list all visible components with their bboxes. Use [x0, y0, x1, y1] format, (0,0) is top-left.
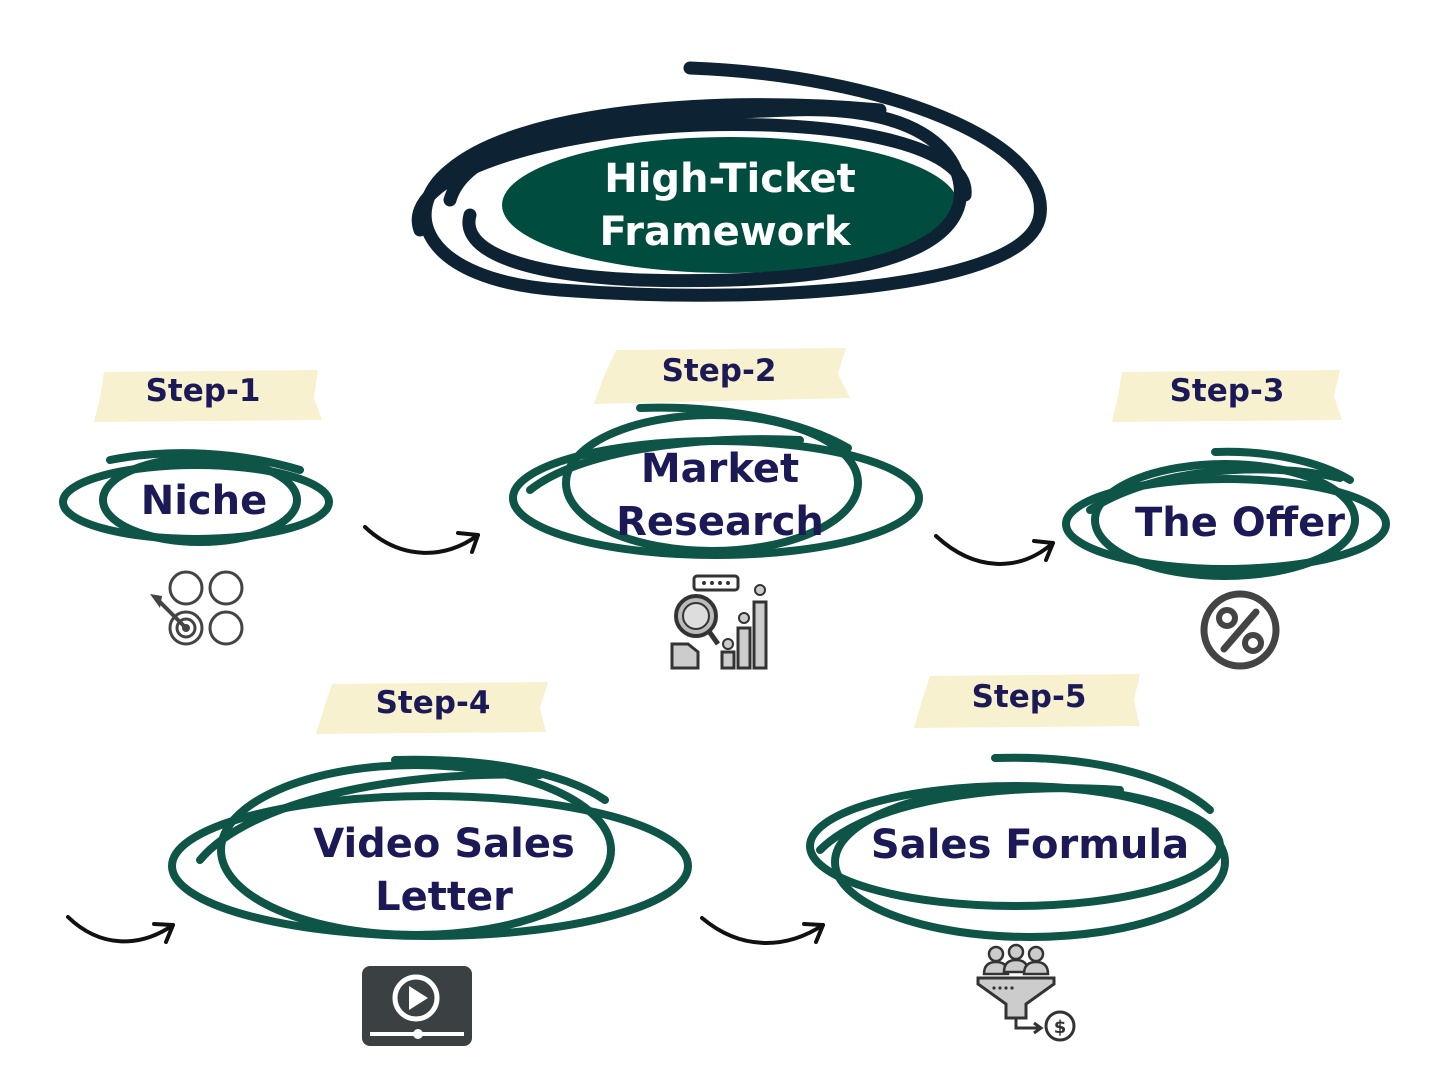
title-scribble-3: [411, 117, 972, 237]
sales-formula-label: Sales Formula: [870, 822, 1190, 868]
step-4-highlight: [316, 682, 548, 734]
title-line-1: High-Ticket: [604, 156, 856, 202]
step-4-label: Step-4: [375, 685, 491, 721]
the-offer-node-scribble: [1062, 447, 1390, 580]
sales-formula-node-scribble: [806, 753, 1229, 941]
title-fill: [502, 137, 958, 273]
market-research-label-line-2: Research: [616, 499, 824, 545]
title-node: [411, 61, 1047, 302]
title-scribble-1: [418, 61, 1047, 302]
step-2-label: Step-2: [661, 353, 777, 389]
video-sales-letter-label-line-2: Letter: [375, 874, 513, 920]
market-research-icon: [670, 574, 768, 670]
video-sales-letter-label-line-1: Video Sales: [313, 821, 575, 867]
market-research-label-line-1: Market: [640, 446, 800, 492]
step-1-label: Step-1: [145, 373, 261, 409]
niche-node-scribble: [59, 449, 333, 546]
step-5-highlight: [914, 674, 1140, 728]
arrow-step1-to-step2: [363, 525, 480, 555]
title-line-2: Framework: [599, 209, 851, 255]
target-options-icon: [150, 570, 244, 646]
market-research-node-scribble: [509, 403, 923, 559]
step-1-highlight: [94, 370, 322, 422]
title-scribble-2: [443, 103, 967, 288]
video-player-icon: [362, 966, 472, 1046]
percent-icon: [1200, 590, 1280, 670]
arrow-step4-to-step5: [700, 916, 825, 945]
step-3-label: Step-3: [1169, 373, 1285, 409]
step-2-highlight: [594, 348, 850, 404]
step-highlights: [94, 348, 1342, 734]
step-5-label: Step-5: [971, 679, 1087, 715]
svg-text:$: $: [1054, 1017, 1067, 1038]
niche-label: Niche: [140, 478, 268, 524]
sales-funnel-icon: $: [976, 943, 1076, 1042]
the-offer-label: The Offer: [1134, 500, 1346, 546]
step-3-highlight: [1112, 370, 1342, 422]
video-sales-letter-node-scribble: [168, 755, 692, 940]
arrow-step2-to-step3: [934, 534, 1055, 566]
arrow-into-step4: [66, 915, 175, 944]
